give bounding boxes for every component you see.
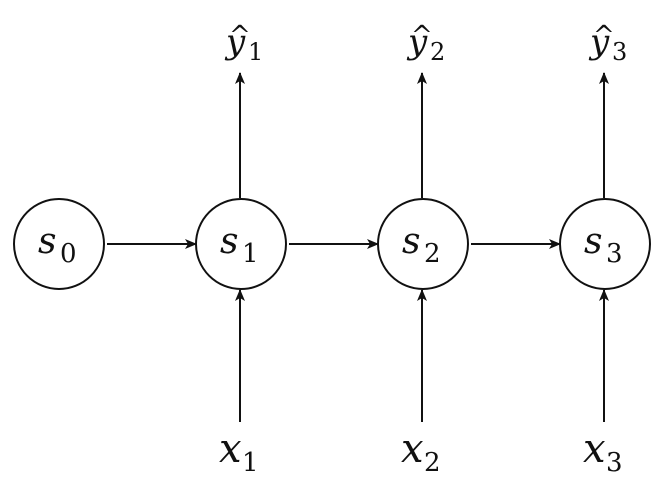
- input-subscript: 2: [424, 448, 441, 478]
- input-subscript: 1: [242, 448, 259, 478]
- state-node-s3: s 3: [559, 198, 651, 290]
- input-symbol: x: [583, 426, 606, 472]
- input-symbol: x: [219, 426, 242, 472]
- output-subscript: 3: [612, 38, 627, 66]
- hat-accent: ^: [229, 21, 251, 51]
- hat-accent: ^: [593, 21, 615, 51]
- input-label-x3: x 3: [583, 426, 623, 478]
- hat-accent: ^: [411, 21, 433, 51]
- state-node-s2: s 2: [377, 198, 469, 290]
- input-subscript: 3: [606, 448, 623, 478]
- state-node-s0: s 0: [13, 198, 105, 290]
- state-node-s1: s 1: [195, 198, 287, 290]
- state-symbol: s: [402, 221, 420, 262]
- output-symbol: y: [224, 22, 246, 62]
- input-symbol: x: [401, 426, 424, 472]
- state-subscript: 2: [424, 239, 441, 269]
- state-subscript: 0: [60, 239, 77, 269]
- state-symbol: s: [38, 221, 56, 262]
- output-label-y2: ^ y 2: [406, 21, 445, 66]
- output-subscript: 2: [430, 38, 445, 66]
- state-symbol: s: [220, 221, 238, 262]
- output-symbol: y: [406, 22, 428, 62]
- state-subscript: 3: [606, 239, 623, 269]
- state-symbol: s: [584, 221, 602, 262]
- state-subscript: 1: [242, 239, 259, 269]
- output-subscript: 1: [248, 38, 263, 66]
- output-symbol: y: [588, 22, 610, 62]
- input-label-x2: x 2: [401, 426, 441, 478]
- output-label-y1: ^ y 1: [224, 21, 263, 66]
- output-label-y3: ^ y 3: [588, 21, 627, 66]
- input-label-x1: x 1: [219, 426, 259, 478]
